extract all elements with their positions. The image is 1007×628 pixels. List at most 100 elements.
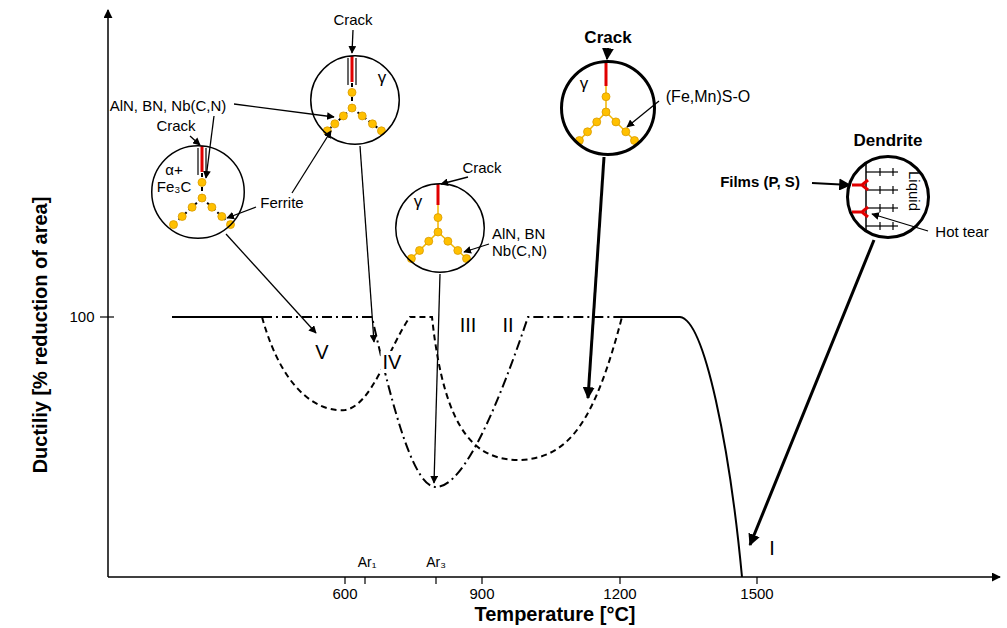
ductility-curve-dash-dot bbox=[262, 317, 622, 487]
phase-label: α+ Fe₃C bbox=[154, 162, 194, 195]
y-axis bbox=[107, 10, 109, 577]
ductility-curve-solid bbox=[172, 316, 262, 318]
leader-arrow bbox=[190, 136, 200, 145]
x-axis bbox=[108, 576, 1000, 578]
precipitate-dot bbox=[425, 237, 433, 245]
leader-arrow bbox=[352, 30, 353, 53]
precipitate-dot bbox=[188, 203, 196, 211]
precipitate-dot bbox=[331, 120, 339, 128]
precipitate-dot bbox=[584, 128, 592, 136]
ductility-curve-solid bbox=[622, 317, 742, 577]
dendrite-branch bbox=[879, 204, 880, 212]
precipitate-dot bbox=[348, 104, 356, 112]
precipitate-dot bbox=[198, 178, 206, 186]
precipitate-dot bbox=[622, 128, 630, 136]
dendrite-branch bbox=[879, 168, 880, 176]
callout-label: Hot tear bbox=[935, 224, 988, 241]
dendrite-branch bbox=[892, 186, 893, 194]
axis-tick bbox=[344, 577, 345, 584]
leader-arrow bbox=[226, 234, 316, 333]
precipitate-dot bbox=[218, 212, 226, 220]
inclusion-label: (Fe,Mn)S-O bbox=[666, 88, 750, 106]
ferrite-film bbox=[351, 56, 353, 108]
precipitate-dot bbox=[339, 112, 347, 120]
microstructure-circle: γ bbox=[560, 60, 656, 156]
region-number: III bbox=[458, 314, 479, 336]
circle-outline bbox=[848, 157, 929, 238]
phase-label: γ bbox=[378, 69, 387, 88]
microstructure-circle: DendriteLiquid bbox=[846, 155, 930, 239]
precipitate-dot bbox=[348, 88, 356, 96]
hot-tear-mark bbox=[852, 180, 868, 190]
axis-tick bbox=[100, 316, 114, 317]
leader-arrow bbox=[750, 240, 874, 545]
grain-boundary-junction bbox=[407, 184, 470, 263]
axis-tick bbox=[435, 577, 436, 584]
tick-label: 600 bbox=[332, 586, 357, 603]
circle-heading: Dendrite bbox=[854, 132, 923, 151]
callout-label: Crack bbox=[156, 118, 195, 135]
crack-line bbox=[351, 56, 354, 82]
microstructure-circle: γ bbox=[310, 55, 400, 145]
grain-boundary-junction bbox=[323, 56, 385, 135]
region-number: I bbox=[767, 537, 777, 559]
phase-label: γ bbox=[414, 193, 423, 212]
leader-arrow bbox=[360, 146, 374, 342]
precipitate-dot bbox=[612, 118, 620, 126]
dendrite-drawing bbox=[852, 163, 898, 232]
leader-arrow bbox=[441, 177, 468, 184]
leader-arrow bbox=[464, 244, 489, 252]
precipitate-label: AlN, BN Nb(C,N) bbox=[492, 226, 567, 259]
dendrite-branch bbox=[892, 222, 893, 230]
phase-label: γ bbox=[580, 75, 589, 94]
ductility-curve-dashed bbox=[262, 317, 622, 460]
leader-lines bbox=[190, 30, 928, 545]
tick-label: 100 bbox=[69, 309, 94, 326]
dendrite-branch bbox=[879, 222, 880, 230]
precipitate-label: AlN, BN, Nb(C,N) bbox=[110, 98, 227, 115]
dendrite-trunk bbox=[865, 163, 867, 232]
leader-arrow bbox=[588, 157, 604, 398]
callout-label: Films (P, S) bbox=[720, 174, 800, 191]
circle-outline bbox=[396, 184, 485, 273]
precipitate-dot bbox=[454, 246, 462, 254]
circle-outline-svg bbox=[395, 183, 485, 273]
region-number: V bbox=[313, 341, 330, 363]
precipitate-dot bbox=[170, 221, 178, 229]
precipitate-dot bbox=[434, 228, 442, 236]
precipitate-dot bbox=[444, 237, 452, 245]
transformation-temperature: Ar₃ bbox=[426, 555, 446, 570]
grain-boundary-line bbox=[605, 61, 607, 112]
ferrite-film bbox=[355, 58, 356, 85]
dendrite-branch bbox=[879, 186, 880, 194]
transformation-temperature: Ar₁ bbox=[358, 555, 377, 570]
precipitate-dot bbox=[198, 194, 206, 202]
leader-arrow bbox=[292, 131, 331, 193]
dendrite-branch bbox=[892, 204, 893, 212]
precipitate-dot bbox=[434, 214, 442, 222]
precipitate-dot bbox=[208, 203, 216, 211]
axis-title: Ductiliy [% reduction of area] bbox=[29, 197, 51, 474]
leader-arrow bbox=[434, 274, 440, 483]
axes bbox=[100, 10, 1000, 584]
circle-outline bbox=[562, 62, 655, 155]
circle-outline-svg bbox=[560, 60, 656, 156]
axis-title: Temperature [°C] bbox=[475, 603, 636, 625]
ferrite-film bbox=[201, 146, 203, 198]
microstructure-circle: α+ Fe₃C bbox=[151, 145, 245, 239]
precipitate-dot bbox=[416, 246, 424, 254]
grain-boundary-line bbox=[437, 184, 439, 232]
ferrite-film bbox=[197, 148, 198, 175]
circle-outline-svg bbox=[310, 55, 400, 145]
callout-label: Crack bbox=[333, 12, 372, 29]
leader-arrow bbox=[812, 183, 850, 185]
tick-label: 1500 bbox=[740, 586, 773, 603]
phase-label: Liquid bbox=[906, 171, 923, 211]
crack-line bbox=[437, 184, 440, 205]
region-number: IV bbox=[381, 351, 404, 373]
callout-label: Ferrite bbox=[260, 195, 303, 212]
axis-tick bbox=[756, 577, 757, 584]
microstructure-circle: γ bbox=[395, 183, 485, 273]
crack-line bbox=[201, 146, 204, 172]
